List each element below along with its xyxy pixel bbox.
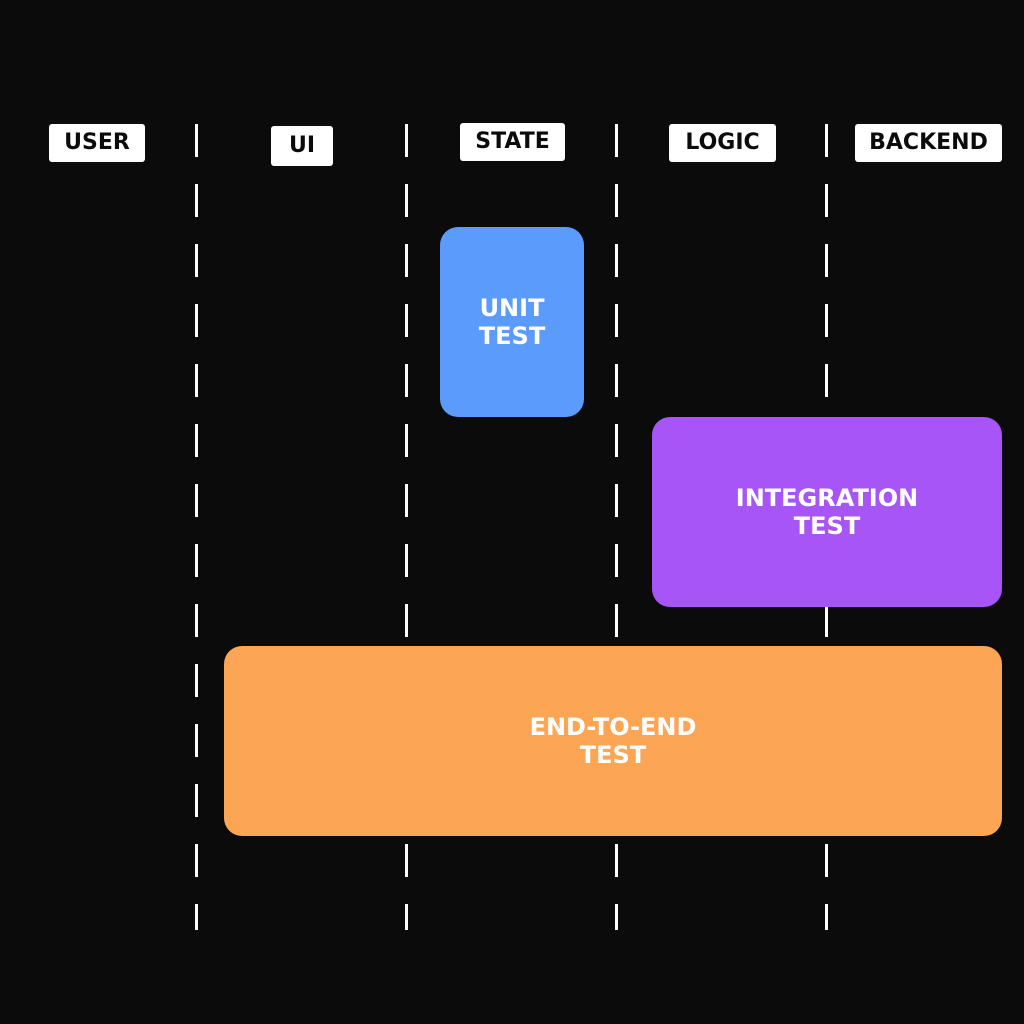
end-to-end-test-label-line2: TEST [579,741,647,769]
column-divider-user-ui [195,124,198,930]
end-to-end-test-box: END-TO-END TEST [224,646,1002,836]
end-to-end-test-label-line1: END-TO-END [529,713,697,741]
unit-test-label-line1: UNIT [479,294,545,322]
column-label-ui: UI [271,126,333,166]
column-label-state: STATE [460,123,565,161]
column-divider-ui-state [405,124,408,930]
unit-test-label-line2: TEST [478,322,546,350]
unit-test-box: UNIT TEST [440,227,584,417]
column-divider-state-logic [615,124,618,930]
column-label-user: USER [49,124,145,162]
column-label-logic: LOGIC [669,124,776,162]
column-label-backend: BACKEND [855,124,1002,162]
integration-test-label-line1: INTEGRATION [735,484,919,512]
integration-test-label-line2: TEST [793,512,861,540]
integration-test-box: INTEGRATION TEST [652,417,1002,607]
